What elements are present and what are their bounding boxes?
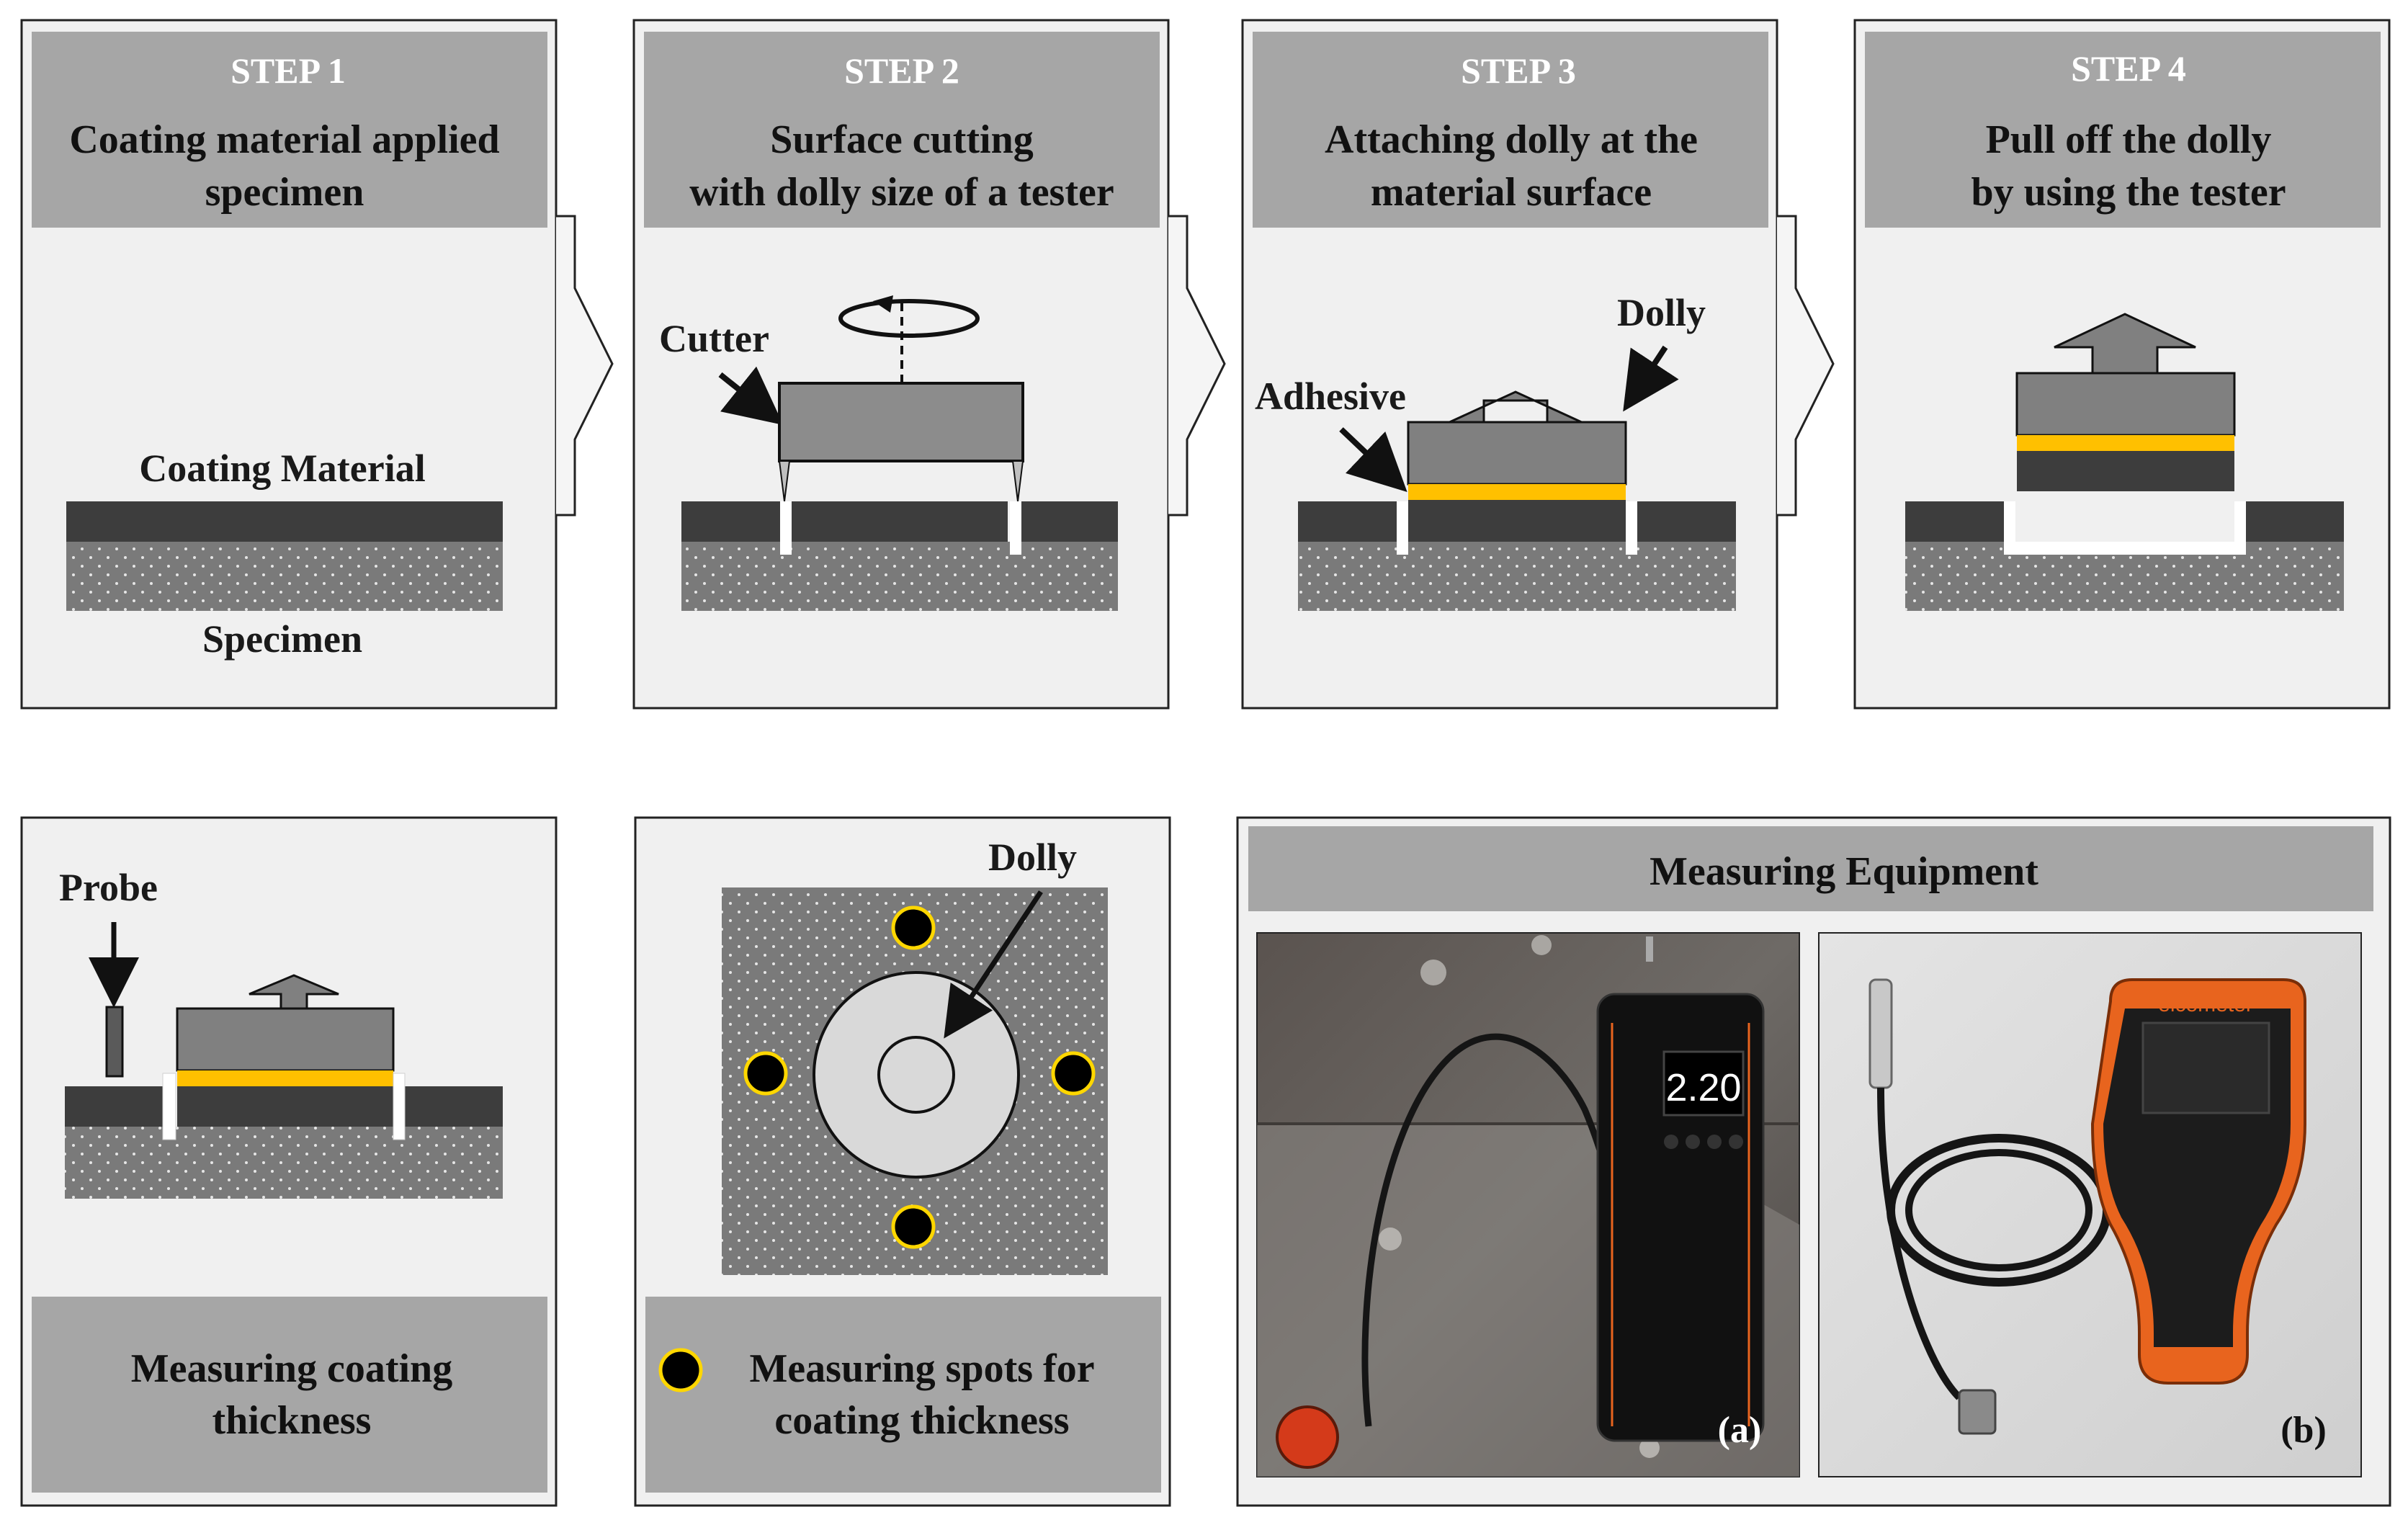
step-4-title-line2: by using the tester [1971,170,2286,215]
connector-icon [1958,1389,1997,1435]
equipment-header [1248,826,2373,911]
thickness-caption-box [32,1297,547,1493]
spots-panel: Dolly Measuring spots for coating thickn… [634,816,1171,1507]
step-1-number: STEP 1 [230,50,346,91]
step-3-panel: STEP 3 Attaching dolly at the material s… [1241,19,1778,710]
cutter-label: Cutter [659,317,769,360]
step-4-title-line1: Pull off the dolly [1986,117,2272,162]
step-4-panel: STEP 4 Pull off the dolly by using the t… [1853,19,2391,710]
step-4-number: STEP 4 [2071,48,2186,89]
step-2-title-line2: with dolly size of a tester [689,170,1114,215]
gauge-a-screen [1662,1050,1745,1117]
step-arrow-1-2 [556,215,614,516]
measuring-spot-legend-icon [658,1348,703,1392]
dolly-inner-circle [877,1036,955,1114]
thickness-caption-line2: thickness [212,1398,372,1443]
adhesive-label: Adhesive [1255,375,1406,418]
probe-b-cable [1877,1087,1962,1400]
measuring-spot [891,1204,936,1249]
probe-head [1276,1405,1339,1469]
pull-arrow-icon [249,974,339,1010]
step-4-header [1865,32,2381,228]
step-3-header [1253,32,1768,228]
cut-groove-right [1010,501,1021,555]
dolly-body [1407,421,1627,486]
rotation-icon [838,299,980,338]
dolly-body [176,1007,395,1072]
step-2-header [644,32,1160,228]
adhesive-layer [177,1070,393,1086]
thickness-caption-line1: Measuring coating [131,1346,452,1391]
equipment-title: Measuring Equipment [1650,849,2038,894]
adhesive-arrow [1339,427,1407,493]
probe-icon [105,1006,124,1078]
probe-b-icon [1868,978,1893,1089]
measuring-spot [891,905,936,950]
measuring-spot [743,1051,788,1096]
step-2-panel: STEP 2 Surface cutting with dolly size o… [632,19,1170,710]
gauge-reading: 2.20 [1665,1066,1741,1109]
pull-arrow-icon [2054,313,2196,375]
specimen-block [66,542,503,611]
spots-caption-line2: coating thickness [774,1398,1069,1443]
step-arrow-2-3 [1168,215,1226,516]
photo-b-label: (b) [2281,1410,2327,1451]
coating-material-label: Coating Material [139,447,425,490]
probe-label: Probe [59,866,158,909]
photo-b: elcometer (b) [1818,932,2362,1477]
removed-coating-plug [2017,451,2234,491]
dolly-arrow [1623,345,1679,412]
spots-caption-line1: Measuring spots for [749,1346,1094,1391]
dolly-body [2015,372,2236,437]
step-1-title-line2: specimen [205,170,364,215]
cutter-blade-left [778,460,791,502]
cutter-arrow [718,366,784,425]
gauge-b-screen [2141,1021,2270,1114]
spots-caption-box [645,1297,1161,1493]
photo-a-label: (a) [1718,1410,1762,1451]
step-2-number: STEP 2 [844,50,959,91]
step-3-title-line2: material surface [1371,170,1652,215]
step-arrow-3-4 [1777,215,1835,516]
step-1-title-line1: Coating material applied [69,117,499,162]
step-3-number: STEP 3 [1461,50,1576,91]
dolly-label: Dolly [1617,291,1706,334]
step-1-header [32,32,547,228]
thickness-panel: Probe Measuring coating thickness [20,816,558,1507]
photo-a: 2.20 (a) [1256,932,1800,1477]
step-3-title-line1: Attaching dolly at the [1325,117,1698,162]
specimen-label: Specimen [202,617,362,661]
dolly-top-label: Dolly [988,836,1077,879]
coating-layer [66,501,503,542]
cut-groove-left [780,501,792,555]
dolly-top-arrow [944,890,1043,1039]
cutter-blade-right [1011,460,1024,502]
equipment-panel: Measuring Equipment 2.20 (a) [1236,816,2391,1507]
step-1-panel: STEP 1 Coating material applied specimen… [20,19,558,710]
adhesive-layer [2017,435,2234,451]
step-2-title-line1: Surface cutting [770,117,1034,162]
measuring-spot [1051,1051,1096,1096]
adhesive-layer [1408,484,1626,500]
cutter-body [778,382,1024,462]
gauge-brand-logo: elcometer [2158,993,2253,1016]
